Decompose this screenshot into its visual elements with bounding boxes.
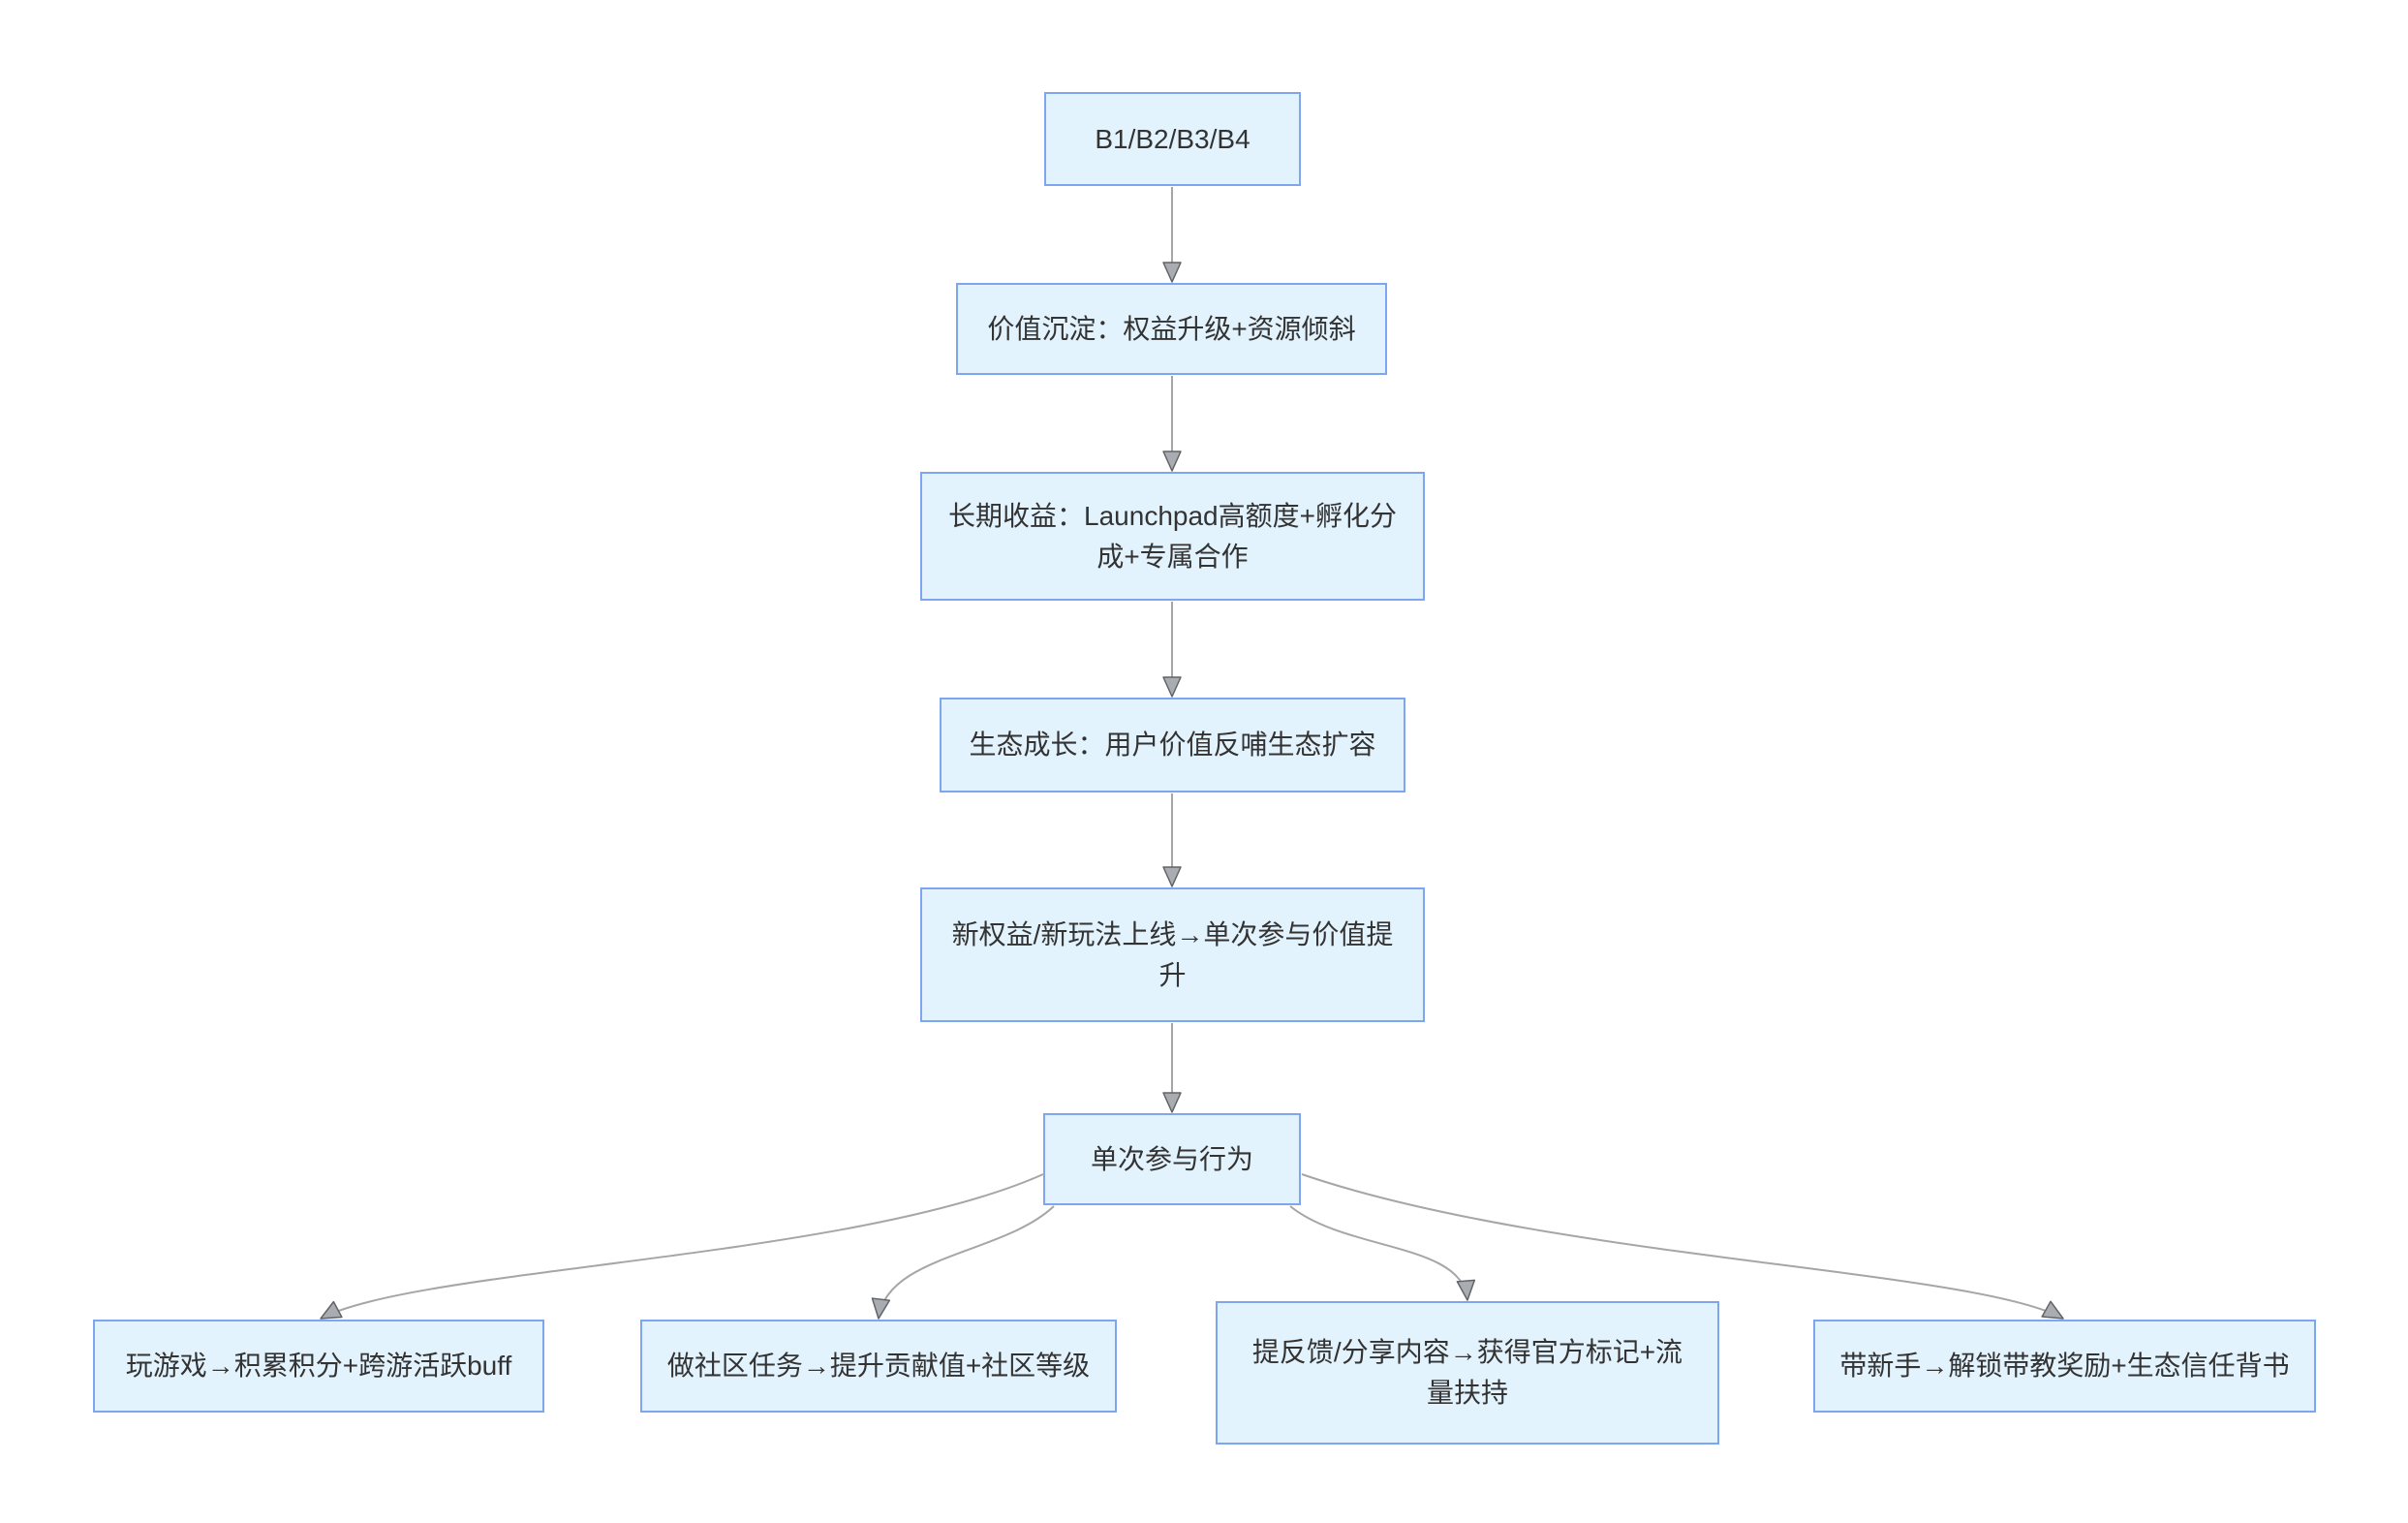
- node-tier-b1-b2-b3-b4: B1/B2/B3/B4: [1044, 92, 1301, 186]
- edge-single-to-community-arrow: [871, 1205, 1055, 1320]
- node-ecosystem-growth: 生态成长：用户价值反哺生态扩容: [940, 698, 1405, 793]
- node-value-settlement: 价值沉淀：权益升级+资源倾斜: [956, 283, 1387, 375]
- edge-single-to-newbie-arrow: [1301, 1173, 2064, 1320]
- node-feedback-share: 提反馈/分享内容→获得官方标记+流量扶持: [1216, 1301, 1719, 1445]
- node-long-term-return: 长期收益：Launchpad高额度+孵化分成+专属合作: [920, 472, 1425, 601]
- edge-single-to-playgame-arrow: [320, 1173, 1044, 1320]
- node-mentor-newbie: 带新手→解锁带教奖励+生态信任背书: [1813, 1320, 2316, 1413]
- node-single-participation: 单次参与行为: [1043, 1113, 1301, 1205]
- node-new-benefit-launch: 新权益/新玩法上线→单次参与价值提升: [920, 887, 1425, 1022]
- node-community-task: 做社区任务→提升贡献值+社区等级: [640, 1320, 1117, 1413]
- edge-single-to-feedback-arrow: [1289, 1205, 1476, 1301]
- node-play-game: 玩游戏→积累积分+跨游活跃buff: [93, 1320, 544, 1413]
